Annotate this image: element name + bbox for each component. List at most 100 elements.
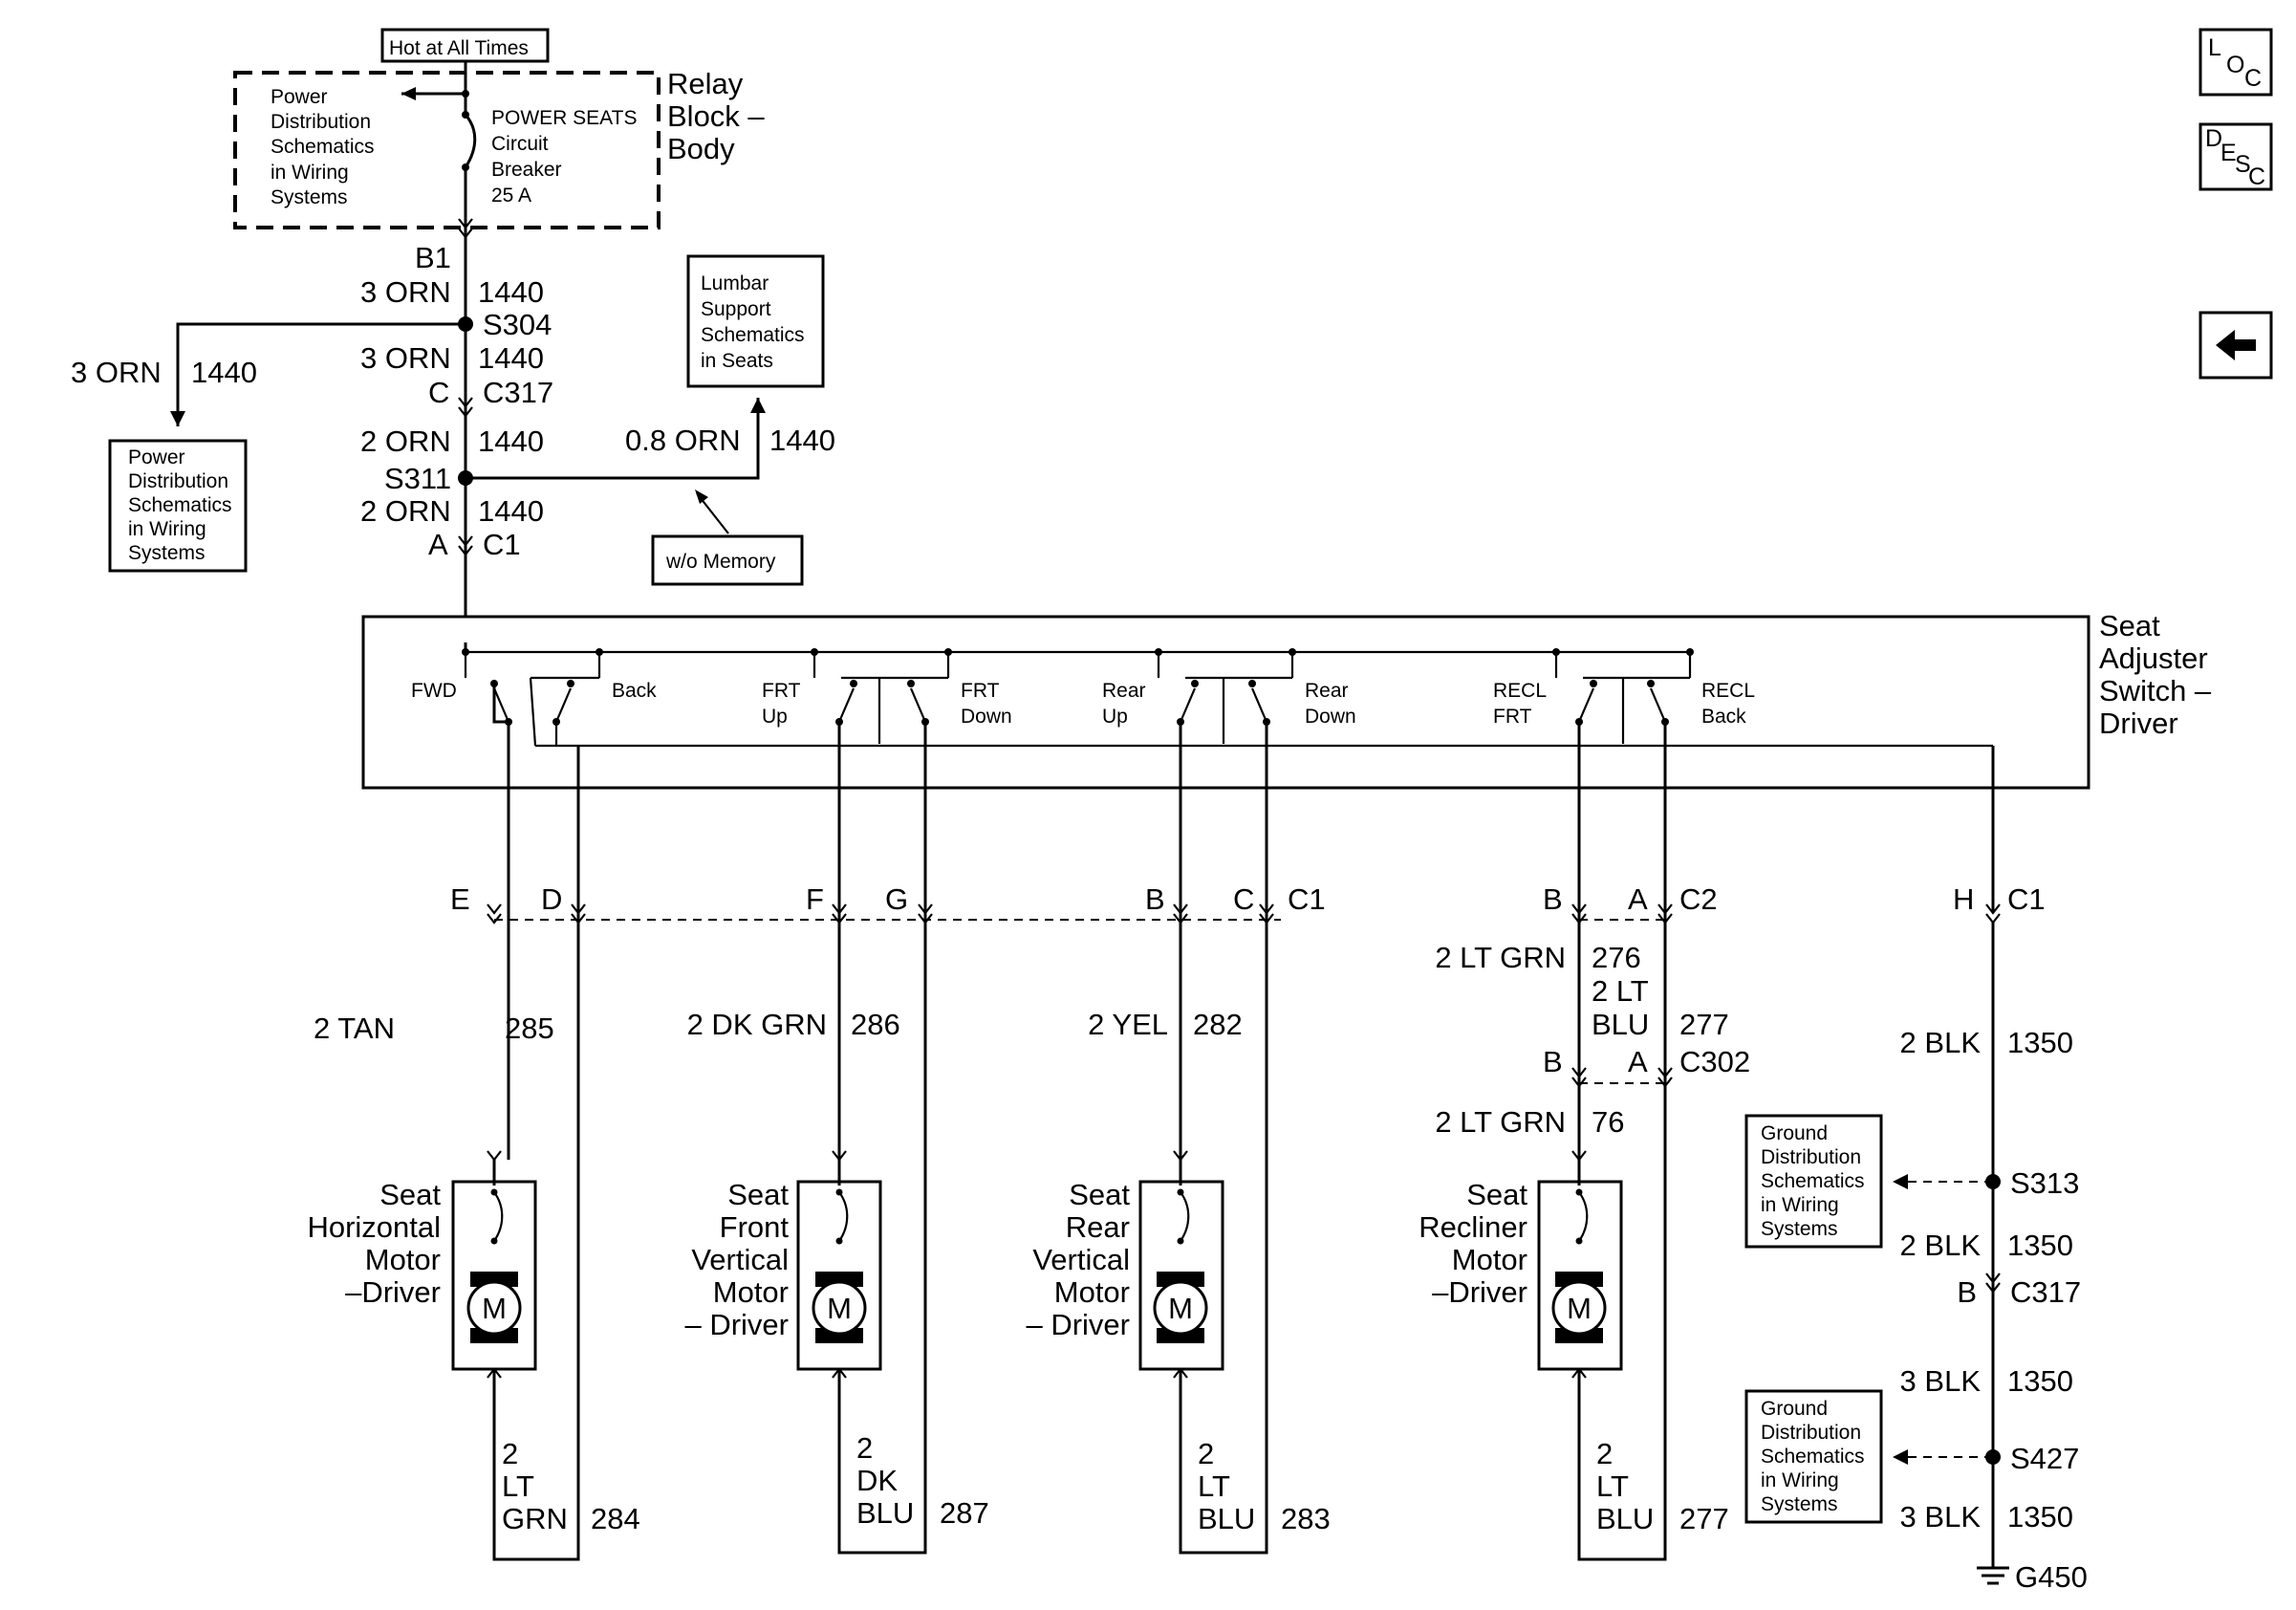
cb-line: 25 A <box>491 185 531 207</box>
desc-button[interactable]: D E S C <box>2199 122 2273 191</box>
wire-color: 2 DK GRN <box>687 1008 827 1041</box>
wire-color: BLU <box>856 1496 914 1530</box>
motor-name-line: Motor <box>365 1243 441 1276</box>
back-arrow-icon <box>2216 330 2256 360</box>
relay-pd-line: in Wiring <box>271 162 349 184</box>
motor-name-line: Seat <box>379 1178 441 1211</box>
up-arrow-icon <box>750 398 766 413</box>
wire-color: 0.8 ORN <box>625 424 741 457</box>
ref-line: Distribution <box>128 470 228 492</box>
ref-line: Schematics <box>128 494 232 516</box>
motor-name-line: Horizontal <box>307 1210 441 1244</box>
hot-at-all-times-label: Hot at All Times <box>389 37 529 59</box>
splice-s313 <box>1985 1174 2001 1189</box>
connector-labels: E D F G B C C1 B A C2 H C1 B A C302 <box>450 882 2046 1078</box>
ref-line: in Wiring <box>1761 1469 1839 1491</box>
label-rear-up: Up <box>1102 706 1128 728</box>
motor-name-line: Front <box>720 1210 790 1244</box>
ref-line: Ground <box>1761 1122 1828 1144</box>
pin-b1: B1 <box>415 241 451 274</box>
circuit-number: 76 <box>1592 1105 1624 1139</box>
motor-circuit-front-vertical: M <box>796 722 934 1555</box>
ref-line: Schematics <box>1761 1446 1865 1468</box>
motor-name-line: Vertical <box>1032 1243 1130 1276</box>
label-rear-down: Down <box>1305 706 1356 728</box>
loc-letter-l: L <box>2208 34 2221 61</box>
label-rear-up: Rear <box>1102 680 1146 702</box>
wire-color: 2 <box>1198 1437 1214 1470</box>
desc-letter-e: E <box>2220 140 2237 166</box>
pin-g: G <box>885 882 908 916</box>
wire-color: 2 <box>856 1431 873 1465</box>
ground-distribution-ref-box-2[interactable] <box>1744 1389 1883 1524</box>
circuit-number: 277 <box>1679 1502 1729 1535</box>
motor-labels-recliner: 2 LT GRN 276 2 LT BLU 277 2 LT GRN 76 Se… <box>1419 941 1728 1535</box>
pin-c: C <box>1233 882 1254 916</box>
motor-name-line: Seat <box>1069 1178 1130 1211</box>
desc-letter-c: C <box>2248 163 2265 190</box>
ref-line: Systems <box>128 542 206 564</box>
desc-letter-s: S <box>2235 151 2251 178</box>
pin-h: H <box>1953 882 1974 916</box>
desc-button-frame <box>2199 122 2273 191</box>
left-arrow-icon <box>1893 1174 1908 1189</box>
ground-label-g450: G450 <box>2015 1560 2088 1594</box>
pin-a: A <box>428 528 448 561</box>
circuit-number: 283 <box>1281 1502 1331 1535</box>
wire-color: 3 ORN <box>360 341 451 375</box>
connector-c317: C317 <box>483 376 553 409</box>
lumbar-support-ref-box[interactable] <box>686 254 825 388</box>
motor-name-line: Seat <box>1466 1178 1527 1211</box>
relay-pd-line: Systems <box>271 186 348 208</box>
wire-color: 2 BLK <box>1900 1026 1982 1059</box>
cb-line: Breaker <box>491 159 562 181</box>
label-rear-down: Rear <box>1305 680 1349 702</box>
loc-button[interactable]: L O C <box>2199 28 2273 97</box>
power-distribution-ref-box[interactable] <box>108 439 248 573</box>
label-frt-up: Up <box>762 706 788 728</box>
relay-block-title: Relay Block – Body <box>667 67 765 165</box>
wire-color: 2 LT GRN <box>1435 941 1566 974</box>
pin-a: A <box>1628 1045 1648 1078</box>
relay-pd-line: Schematics <box>271 136 375 158</box>
circuit-number: 1440 <box>478 494 544 528</box>
pin-b: B <box>1543 882 1563 916</box>
pin-b: B <box>1957 1275 1977 1309</box>
label-recl-back: Back <box>1701 706 1746 728</box>
connector-c1: C1 <box>483 528 521 561</box>
splice-label-s304: S304 <box>483 308 552 341</box>
pin-b: B <box>1543 1045 1563 1078</box>
ground-distribution-ref-box-1[interactable] <box>1744 1114 1883 1249</box>
splice-label-s311: S311 <box>384 462 451 495</box>
relay-block-outline <box>233 71 661 229</box>
wire-color: LT <box>1198 1469 1230 1503</box>
circuit-number: 1440 <box>191 356 257 389</box>
wire-color: BLU <box>1596 1502 1654 1535</box>
back-button[interactable] <box>2199 311 2273 380</box>
motor-labels-rear-vertical: 2 YEL 282 Seat Rear Vertical Motor – Dri… <box>1026 1008 1330 1535</box>
label-back: Back <box>612 680 657 702</box>
circuit-number: 1350 <box>2007 1229 2073 1262</box>
circuit-number: 286 <box>851 1008 900 1041</box>
splice-label-s427: S427 <box>2010 1442 2079 1475</box>
motor-circuit-rear-vertical: M <box>1138 722 1275 1555</box>
motor-circuit-horizontal: M <box>451 684 587 1561</box>
wire-color: 2 BLK <box>1900 1229 1982 1262</box>
circuit-number: 1350 <box>2007 1364 2073 1398</box>
wire-color: 2 <box>502 1437 518 1470</box>
ground-labels: 2 BLK 1350 S313 2 BLK 1350 B C317 3 BLK … <box>1900 1026 2088 1594</box>
ref-line: Schematics <box>1761 1170 1865 1192</box>
ground-circuit <box>1893 903 2009 1585</box>
pin-f: F <box>806 882 824 916</box>
connector-c2-name: C2 <box>1679 882 1718 916</box>
ref-line: Systems <box>1761 1493 1838 1515</box>
wire-color: BLU <box>1592 1008 1649 1041</box>
motor-name-line: Motor <box>713 1275 789 1309</box>
loc-letter-c: C <box>2244 65 2262 92</box>
switch-title-line: Seat <box>2099 609 2160 642</box>
splice-s427 <box>1985 1449 2001 1465</box>
relay-pd-text: Power Distribution Schematics in Wiring … <box>271 86 375 208</box>
cb-line: Circuit <box>491 133 549 155</box>
wire-color: LT <box>1596 1469 1629 1503</box>
motor-icon <box>466 1280 522 1336</box>
